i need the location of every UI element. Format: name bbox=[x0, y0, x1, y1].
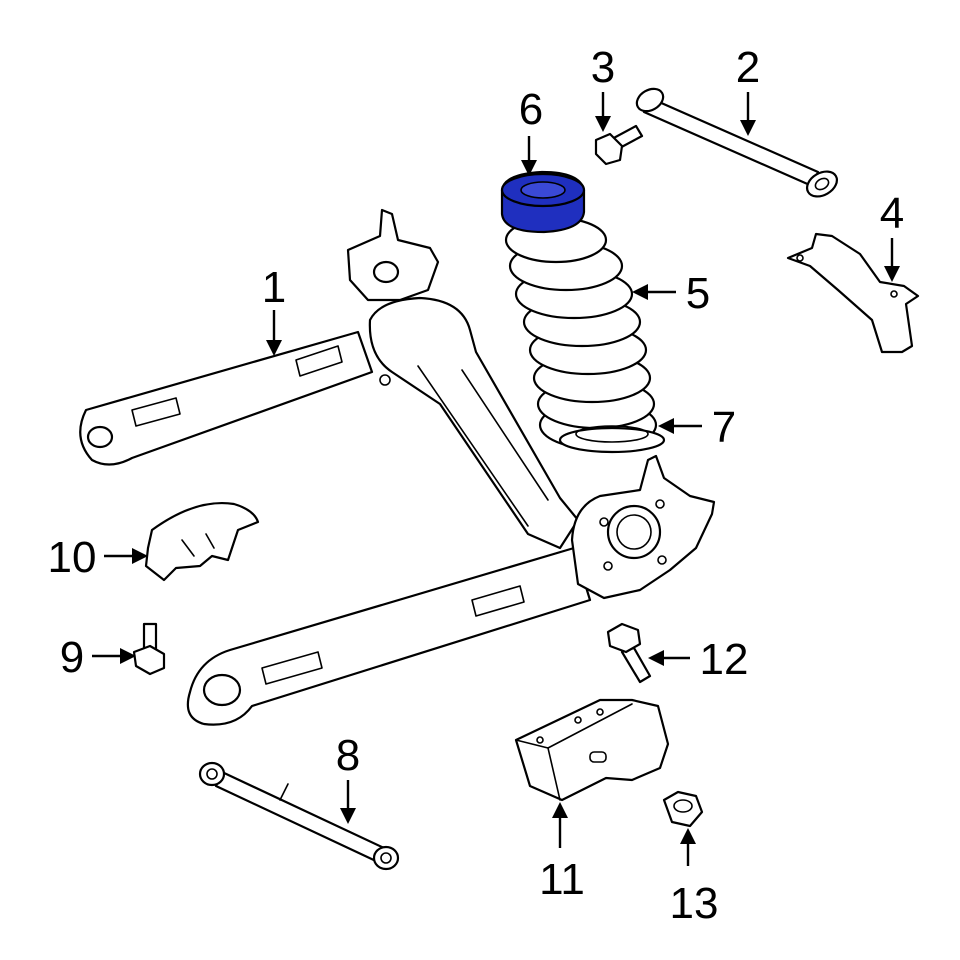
coil-spring bbox=[504, 216, 658, 451]
callout-10: 10 bbox=[48, 533, 97, 582]
callout-5: 5 bbox=[686, 269, 710, 318]
callout-9: 9 bbox=[60, 633, 84, 682]
bracket-nut bbox=[662, 790, 704, 828]
callout-11: 11 bbox=[539, 855, 585, 904]
callout-arrows bbox=[92, 92, 900, 866]
callout-6: 6 bbox=[519, 85, 543, 134]
callout-3: 3 bbox=[591, 43, 615, 92]
heat-shield bbox=[144, 502, 260, 582]
callout-1: 1 bbox=[262, 263, 286, 312]
lateral-link bbox=[635, 87, 839, 198]
upper-spring-insulator bbox=[500, 170, 586, 234]
callout-7: 7 bbox=[712, 403, 736, 452]
link-bolt bbox=[594, 124, 644, 166]
callout-12: 12 bbox=[700, 635, 749, 684]
callout-4: 4 bbox=[880, 189, 904, 238]
callout-labels: 1 2 3 4 5 6 7 8 9 10 11 12 13 bbox=[48, 43, 905, 928]
bracket-bolt bbox=[606, 622, 652, 684]
callout-8: 8 bbox=[336, 731, 360, 780]
mounting-bracket bbox=[786, 232, 920, 354]
callout-2: 2 bbox=[736, 43, 760, 92]
lower-spring-insulator bbox=[558, 425, 666, 454]
shock-absorber bbox=[198, 761, 400, 871]
shield-bolt bbox=[132, 622, 166, 676]
callout-13: 13 bbox=[670, 879, 719, 928]
axle-bracket bbox=[514, 698, 670, 802]
rear-axle-assembly bbox=[79, 208, 716, 726]
